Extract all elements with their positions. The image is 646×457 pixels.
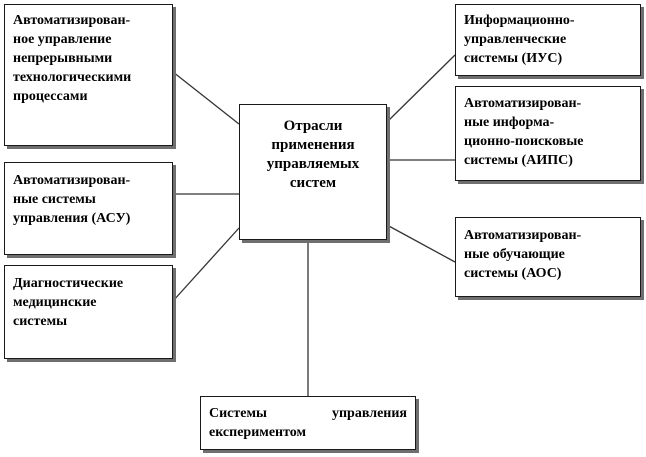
node-line: Диагностические [13,276,124,291]
node-automated-continuous-processes: Автоматизирован- ное управление непрерыв… [4,4,173,146]
node-ius: Информационно- управленческие системы (И… [455,4,641,76]
node-line: управленческие [464,32,567,47]
node-line: процессами [13,89,88,104]
center-line: управляемых [266,156,360,172]
node-line: Автоматизирован- [464,228,582,243]
center-line: Отрасли [283,118,343,134]
node-experiment-control: Системы управления експериментом [200,396,416,450]
node-line: системы (ИУС) [464,51,563,66]
node-line: системы (АИПС) [464,153,573,168]
node-asu: Автоматизирован- ные системы управления … [4,162,173,255]
node-aos: Автоматизирован- ные обучающие системы (… [455,217,641,297]
connector-medical [172,227,240,302]
center-line: применения [271,137,355,153]
connector-aos [386,224,456,263]
node-line: системы (АОС) [464,266,562,281]
node-line: Информационно- [464,13,575,28]
node-medical-diagnostic: Диагностические медицинские системы [4,265,173,359]
center-line: систем [289,175,337,191]
node-line: технологическими [13,70,132,85]
node-line: Автоматизирован- [13,13,131,28]
node-line: медицинские [13,295,97,310]
node-line: управления (АСУ) [13,211,131,226]
connector-ius [386,54,456,123]
node-line: Автоматизирован- [464,96,582,111]
node-line: експериментом [209,425,307,440]
node-center-title: Отрасли применения управляемых систем [239,104,387,240]
node-line: системы [13,314,68,329]
node-line: ционно-поисковые [464,134,584,149]
connector-continuous [172,71,240,125]
node-line: Автоматизирован- [13,173,131,188]
node-line: ные системы [13,192,96,207]
node-line: Системы управления [209,406,407,421]
node-line: непрерывными [13,51,113,66]
node-line: ные обучающие [464,247,565,262]
node-line: ное управление [13,32,112,47]
node-line: ные информа- [464,115,555,130]
node-aips: Автоматизирован- ные информа- ционно-пои… [455,86,641,181]
